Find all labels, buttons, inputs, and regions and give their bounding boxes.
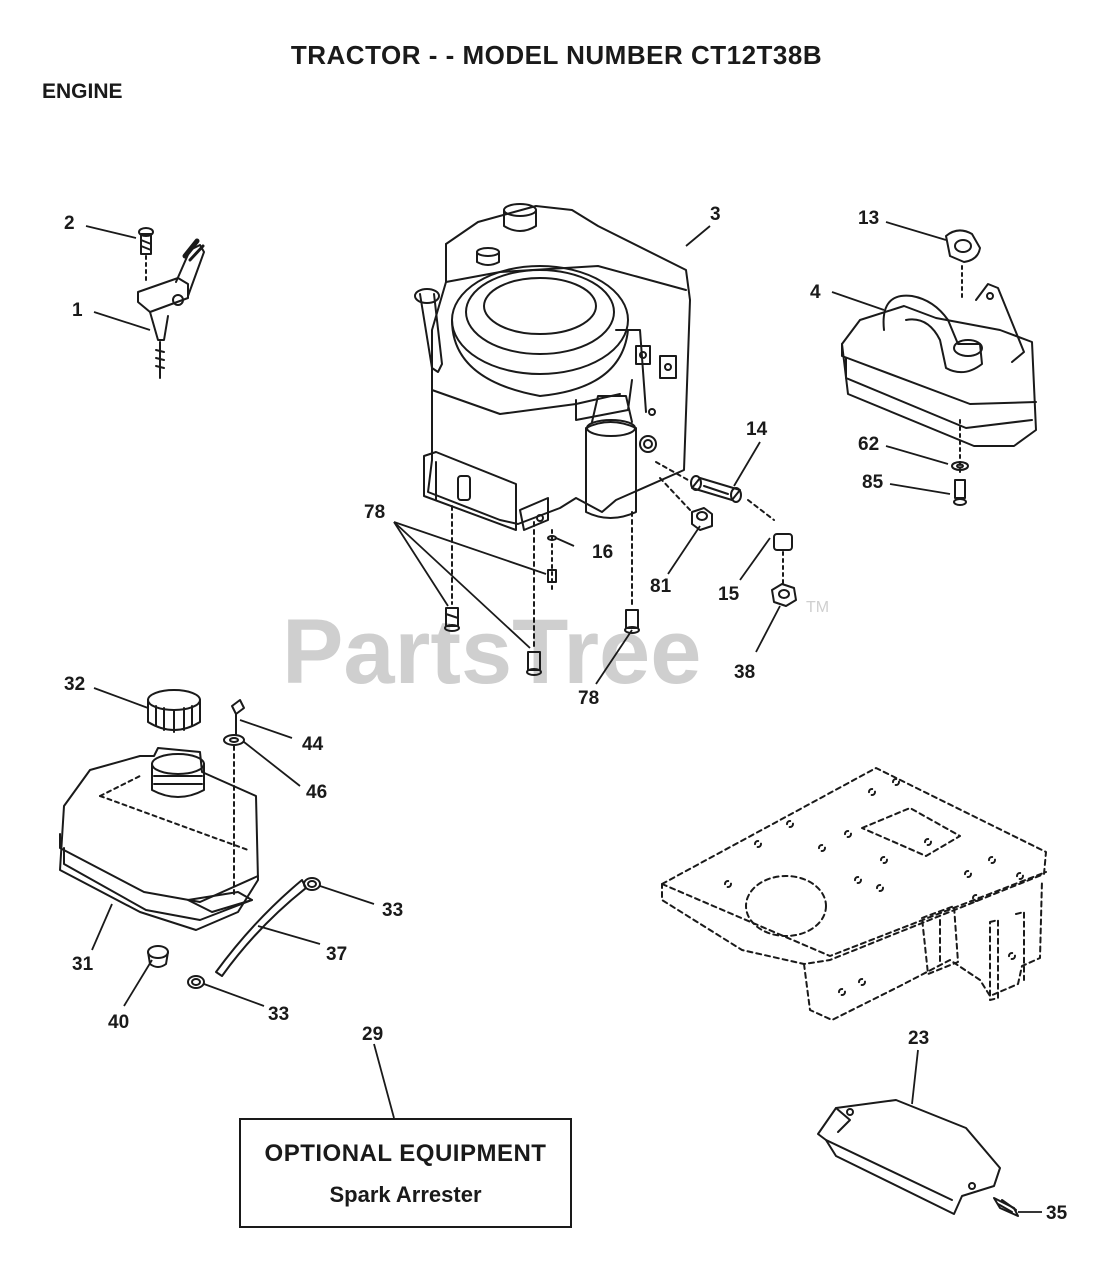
callout-14: 14	[746, 419, 768, 440]
optional-equipment-item: Spark Arrester	[329, 1182, 482, 1207]
part-81-nut[interactable]	[691, 507, 713, 531]
part-16-washer[interactable]	[547, 529, 557, 591]
part-78-bolt-right[interactable]	[624, 511, 640, 634]
callout-33-lower: 33	[268, 1004, 289, 1025]
callout-3: 3	[710, 204, 721, 225]
callout-16: 16	[592, 542, 613, 563]
callout-13: 13	[858, 208, 879, 229]
part-4-muffler[interactable]	[841, 283, 1037, 475]
part-13-gasket[interactable]	[945, 229, 981, 301]
part-35-screw[interactable]	[993, 1197, 1019, 1217]
tractor-frame	[661, 767, 1047, 1021]
callout-38: 38	[734, 662, 755, 683]
part-31-fuel-tank[interactable]	[59, 747, 259, 931]
part-78-bolt-center[interactable]	[526, 521, 542, 676]
part-37-fuel-line[interactable]	[215, 879, 307, 977]
watermark-trademark: TM	[806, 599, 829, 616]
page-title: TRACTOR - - MODEL NUMBER CT12T38B	[290, 40, 823, 70]
optional-equipment-box: OPTIONAL EQUIPMENT Spark Arrester	[239, 1118, 572, 1228]
part-23-heat-shield[interactable]	[817, 1099, 1001, 1215]
callout-33-upper: 33	[382, 900, 403, 921]
part-46-grommet[interactable]	[223, 734, 245, 895]
part-62-washer[interactable]	[951, 461, 969, 471]
part-40-bushing[interactable]	[147, 945, 169, 968]
callout-23: 23	[908, 1028, 929, 1049]
part-14-fitting[interactable]	[690, 475, 742, 503]
callout-81: 81	[650, 576, 672, 597]
callout-85: 85	[862, 472, 884, 493]
part-3-engine[interactable]	[414, 203, 691, 531]
part-2-screw[interactable]	[138, 227, 154, 285]
callout-1: 1	[72, 300, 83, 321]
optional-equipment-title: OPTIONAL EQUIPMENT	[264, 1140, 547, 1167]
callout-44: 44	[302, 734, 324, 755]
callout-4: 4	[810, 282, 821, 303]
callout-2: 2	[64, 213, 75, 234]
callout-29: 29	[362, 1024, 383, 1045]
callout-46: 46	[306, 782, 327, 803]
callouts: 2 1 3 13 4 14 62 85 78 16 81 15 38 78 32…	[64, 204, 1068, 1224]
callout-31: 31	[72, 954, 94, 975]
part-32-fuel-cap[interactable]	[147, 689, 201, 733]
part-33-clamp-lower[interactable]	[187, 975, 205, 989]
leader-lines	[85, 221, 1042, 1213]
section-label: ENGINE	[42, 80, 123, 103]
callout-78-lower: 78	[578, 688, 599, 709]
callout-32: 32	[64, 674, 85, 695]
part-78-bolt-left[interactable]	[444, 505, 460, 632]
part-44-clip[interactable]	[231, 699, 245, 735]
callout-62: 62	[858, 434, 879, 455]
callout-35: 35	[1046, 1203, 1068, 1224]
watermark: PartsTree	[282, 601, 701, 703]
callout-40: 40	[108, 1012, 129, 1033]
part-15-fitting[interactable]	[773, 533, 793, 585]
part-38-nut[interactable]	[771, 583, 797, 607]
callout-15: 15	[718, 584, 740, 605]
callout-37: 37	[326, 944, 347, 965]
part-1-throttle-control[interactable]	[137, 238, 205, 379]
callout-78-upper: 78	[364, 502, 385, 523]
part-85-screw[interactable]	[953, 479, 967, 506]
